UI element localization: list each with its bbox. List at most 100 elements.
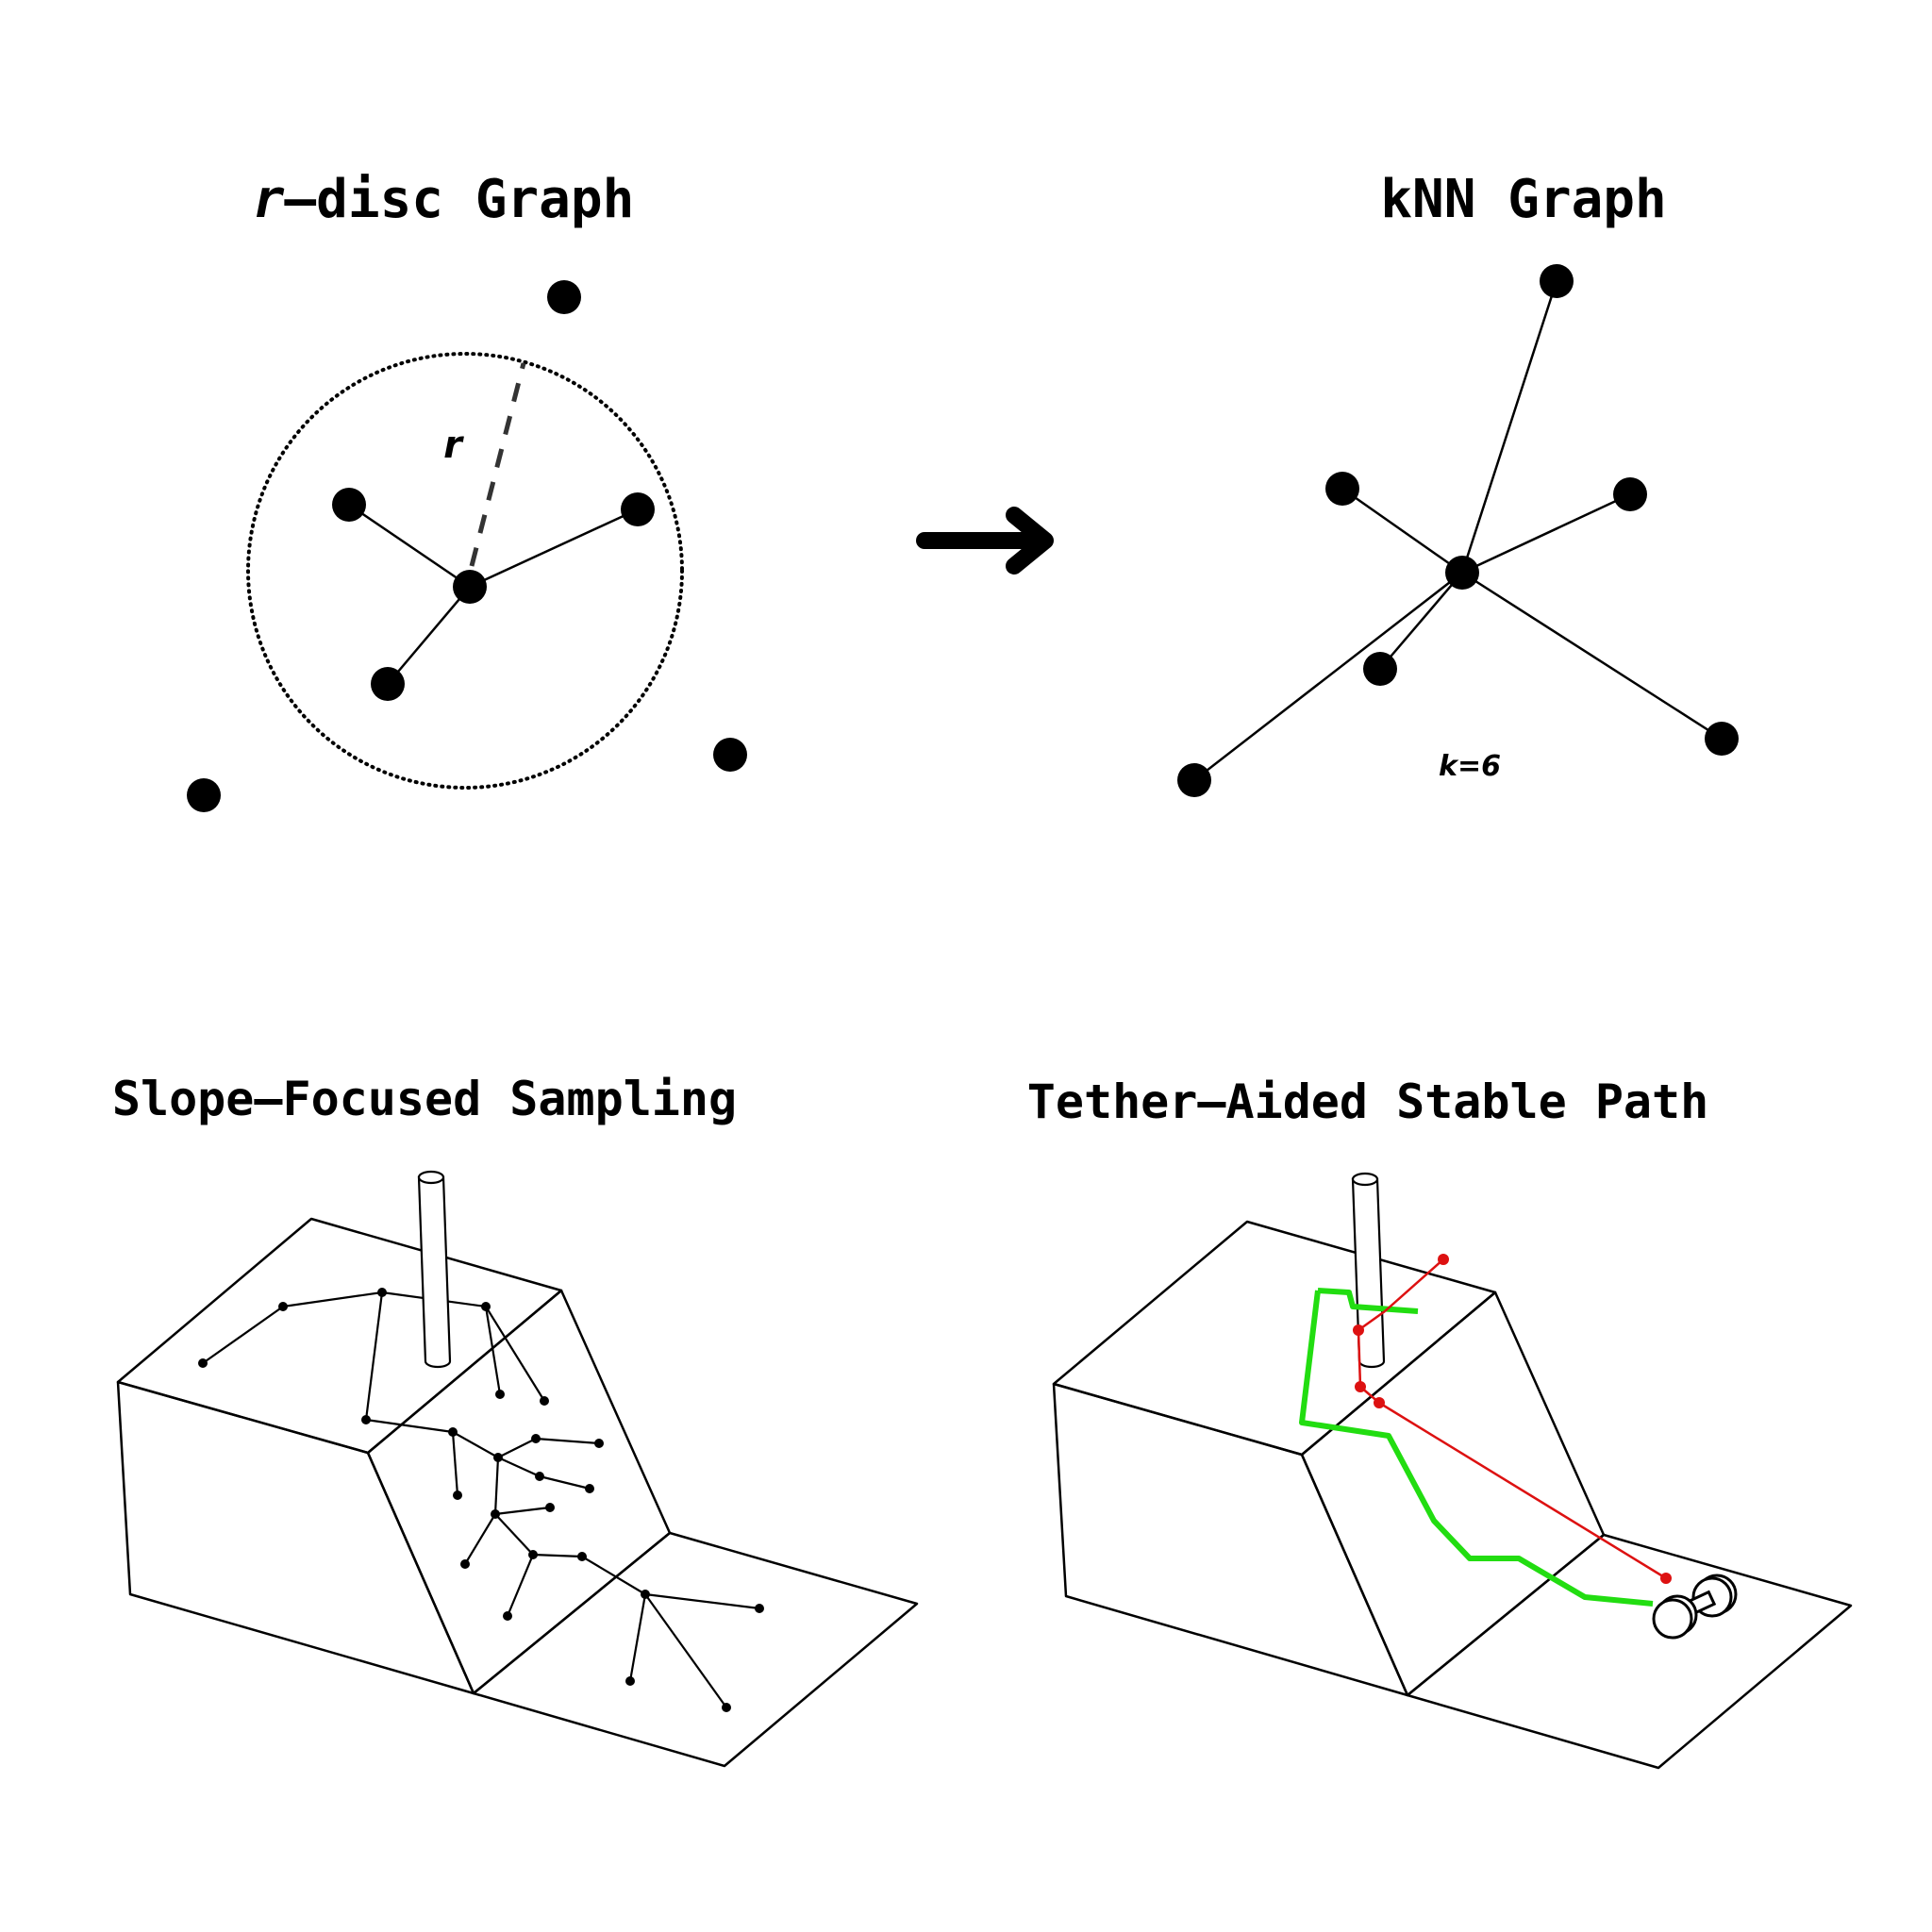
tether-segment	[1357, 1329, 1362, 1388]
knn-nodes	[1177, 264, 1739, 797]
tree-node	[545, 1503, 555, 1512]
tree-node	[495, 1390, 505, 1399]
tree-edge	[506, 1554, 535, 1617]
knn-node	[1540, 264, 1574, 298]
rdisc-node	[187, 778, 221, 812]
terrain-bottom-face	[472, 1531, 919, 1768]
tree-node	[540, 1396, 549, 1406]
tree-edge	[644, 1592, 760, 1610]
terrain-front-face	[116, 1380, 475, 1695]
knn-panel: kNN Graph k=6	[1177, 169, 1739, 797]
rdisc-title-r: r	[253, 169, 285, 230]
tree-node	[377, 1288, 387, 1297]
slope-panel: Slope–Focused Sampling	[112, 1072, 919, 1768]
knn-k-label: k=6	[1439, 750, 1501, 783]
slope-tree-nodes	[198, 1288, 764, 1712]
right-arrow-icon	[916, 507, 1054, 575]
rdisc-edges	[348, 503, 639, 685]
knn-edges	[1193, 280, 1723, 781]
tree-edge	[494, 1513, 534, 1556]
tree-node	[594, 1439, 604, 1448]
knn-edge	[1341, 487, 1463, 575]
tree-edge	[484, 1306, 502, 1395]
knn-node	[1177, 763, 1211, 797]
tree-node	[722, 1703, 731, 1712]
rdisc-panel: r–disc Graph r	[187, 169, 747, 812]
rdisc-edge	[348, 503, 471, 589]
tree-node	[491, 1509, 500, 1519]
tree-node	[755, 1604, 764, 1613]
knn-edge	[1193, 572, 1463, 781]
rdisc-node	[713, 738, 747, 772]
tether-node	[1355, 1381, 1366, 1392]
tether-line	[1357, 1258, 1667, 1580]
knn-edge	[1460, 280, 1558, 574]
knn-node	[1705, 722, 1739, 756]
knn-node	[1325, 472, 1359, 506]
tree-edge	[497, 1438, 537, 1458]
knn-center-node	[1445, 556, 1479, 590]
tree-node	[528, 1550, 538, 1559]
tree-edge	[539, 1474, 591, 1491]
tree-edge	[535, 1437, 600, 1445]
tree-edge	[364, 1291, 384, 1421]
rdisc-radius-label: r	[443, 424, 464, 467]
tree-node	[535, 1472, 544, 1481]
tether-node	[1660, 1573, 1672, 1584]
tree-edge	[532, 1553, 583, 1558]
slope-title: Slope–Focused Sampling	[112, 1072, 737, 1126]
tree-edge	[581, 1556, 646, 1595]
terrain-top-face	[116, 1217, 563, 1455]
tree-node	[585, 1484, 594, 1493]
tree-node	[460, 1559, 470, 1569]
tree-node	[531, 1434, 541, 1443]
tree-node	[641, 1590, 650, 1599]
rdisc-radius-line	[469, 362, 526, 567]
rdisc-edge	[469, 508, 639, 589]
rdisc-node	[621, 492, 655, 526]
rdisc-node	[547, 280, 581, 314]
knn-edge	[1461, 492, 1631, 575]
tether-title: Tether–Aided Stable Path	[1027, 1074, 1708, 1129]
tree-edge	[644, 1593, 727, 1708]
rdisc-edge	[387, 586, 471, 685]
rdisc-node	[332, 488, 366, 522]
tree-node	[503, 1611, 512, 1621]
tether-segment	[1384, 1258, 1444, 1312]
tree-edge	[451, 1431, 459, 1496]
tree-edge	[464, 1513, 496, 1565]
slope-anchor-pole	[417, 1170, 452, 1369]
tree-edge	[628, 1593, 647, 1682]
rdisc-title: r–disc Graph	[253, 169, 635, 230]
knn-edge	[1461, 571, 1723, 741]
terrain-slope-face	[366, 1289, 672, 1695]
rdisc-radius-circle	[246, 352, 684, 790]
rdisc-nodes	[187, 280, 747, 812]
rdisc-center-node	[453, 570, 487, 604]
tether-node	[1353, 1324, 1364, 1336]
terrain-slope-face	[1300, 1291, 1606, 1697]
slope-terrain	[116, 1217, 919, 1768]
knn-node	[1613, 477, 1647, 511]
knn-node	[1363, 652, 1397, 686]
slope-tree-edges	[202, 1291, 760, 1708]
robot-wheels-icon	[1652, 1574, 1738, 1640]
tree-edge	[282, 1291, 383, 1308]
tree-node	[198, 1358, 208, 1368]
tether-node	[1438, 1254, 1449, 1265]
tether-node	[1374, 1397, 1385, 1408]
tree-edge	[494, 1506, 551, 1516]
terrain-top-face	[1052, 1220, 1497, 1457]
tree-edge	[452, 1431, 499, 1458]
tree-node	[481, 1302, 491, 1311]
tree-node	[361, 1415, 371, 1424]
tree-edge	[497, 1456, 541, 1478]
tether-nodes	[1353, 1254, 1672, 1584]
tree-edge	[485, 1306, 545, 1402]
knn-edge	[1379, 572, 1463, 670]
tree-node	[448, 1427, 458, 1437]
terrain-bottom-face	[1406, 1533, 1853, 1770]
tree-edge	[493, 1457, 500, 1515]
tree-node	[577, 1552, 587, 1561]
